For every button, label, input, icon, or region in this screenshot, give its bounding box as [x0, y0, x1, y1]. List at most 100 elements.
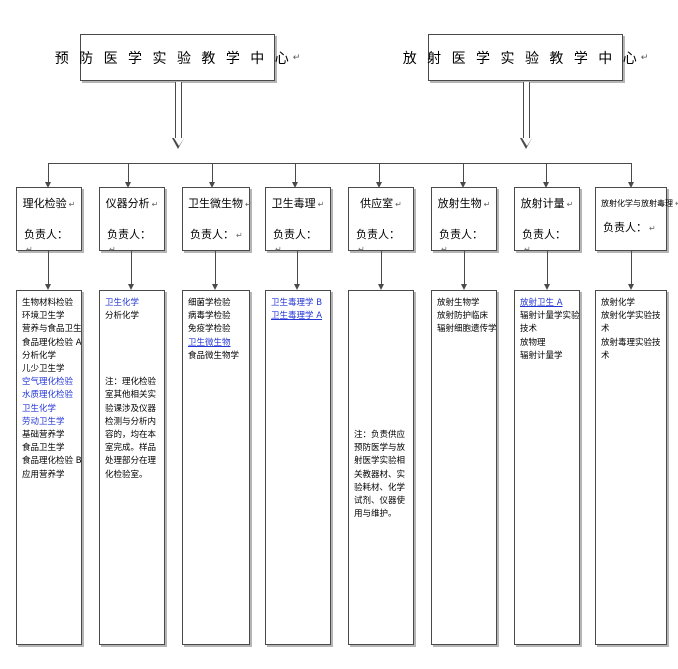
dept-box-2[interactable]: 仪器分析↵ 负责人：↵	[99, 187, 165, 254]
dept-title-8: 放射化学与放射毒理↵	[601, 197, 678, 211]
dept-box-1[interactable]: 理化检验↵ 负责人：↵	[16, 187, 82, 254]
pilcrow-icon: ↵	[675, 199, 678, 208]
connector-col-7	[547, 251, 548, 285]
arrowhead-col-2	[127, 284, 134, 290]
pilcrow-icon: ↵	[483, 200, 491, 209]
pilcrow-icon: ↵	[317, 200, 325, 209]
list-item: 放射毒理实验技	[601, 337, 661, 348]
list-item: 卫生化学	[22, 403, 57, 414]
pilcrow-icon: ↵	[26, 245, 33, 254]
dept-owner-2: 负责人：↵	[107, 228, 151, 254]
dept-owner-3: 负责人：↵	[190, 228, 243, 241]
course-list-box-2[interactable]: 卫生化学 分析化学 注：理化检验室其他相关实验课涉及仪器检测与分析内容的，均在本…	[99, 290, 165, 645]
course-list-box-6[interactable]: 放射生物学 放射防护临床 辐射细胞遗传学	[431, 290, 497, 645]
dept-box-6[interactable]: 放射生物↵ 负责人：↵	[431, 187, 497, 254]
list-item: 生物材料检验	[22, 298, 74, 308]
list-item: 卫生毒理学 B	[271, 298, 323, 308]
dept-box-8[interactable]: 放射化学与放射毒理↵ 负责人：↵	[595, 187, 678, 251]
pilcrow-icon: ↵	[151, 200, 159, 209]
course-list-box-8[interactable]: 放射化学 放射化学实验技 术 放射毒理实验技 术	[595, 290, 667, 645]
dept-owner-8: 负责人：↵	[603, 221, 656, 234]
list-item: 技术	[520, 324, 538, 335]
list-item: 劳动卫生学	[22, 416, 65, 427]
dept-box-4[interactable]: 卫生毒理↵ 负责人：↵	[265, 187, 331, 254]
list-item: 营养与食品卫生	[22, 324, 82, 335]
list-item: 放射生物学	[437, 298, 480, 308]
pilcrow-icon: ↵	[109, 245, 116, 254]
pilcrow-icon: ↵	[640, 52, 649, 63]
pilcrow-icon: ↵	[68, 200, 76, 209]
dept-box-5[interactable]: 供应室↵ 负责人：↵	[348, 187, 414, 254]
arrowhead-col-5	[377, 284, 384, 290]
connector-drop-8	[631, 163, 632, 183]
connector-col-3	[215, 251, 216, 285]
list-item: 辐射计量学	[520, 350, 563, 361]
list-item-blank	[354, 363, 409, 376]
connector-col-5	[381, 251, 382, 285]
course-list-2: 卫生化学 分析化学 注：理化检验室其他相关实验课涉及仪器检测与分析内容的，均在本…	[105, 297, 160, 482]
course-list-box-5[interactable]: 注：负责供应预防医学与放射医学实验相关教器材、实验耗材、化学试剂、仪器使用与维护…	[348, 290, 414, 645]
dept-title-3: 卫生微生物↵	[188, 197, 252, 210]
column-note-2: 注：理化检验室其他相关实验课涉及仪器检测与分析内容的，均在本室完成。样品处理部分…	[105, 377, 157, 480]
dept-owner-1: 负责人：↵	[24, 228, 68, 254]
list-item: 基础营养学	[22, 430, 65, 441]
course-list-box-1[interactable]: 生物材料检验 环境卫生学 营养与食品卫生 食品理化检验 A 分析化学 儿少卫生学…	[16, 290, 82, 645]
list-item-blank	[105, 323, 160, 336]
list-item: 食品卫生学	[22, 443, 65, 454]
course-list-box-7[interactable]: 放射卫生 A 辐射计量学实验 技术 放物理 辐射计量学	[514, 290, 580, 645]
course-list-7: 放射卫生 A 辐射计量学实验 技术 放物理 辐射计量学	[520, 297, 579, 363]
list-item-blank	[354, 337, 409, 350]
list-item-blank	[354, 416, 409, 429]
connector-bus	[48, 163, 631, 164]
dept-owner-5: 负责人：↵	[356, 228, 400, 254]
dept-box-7[interactable]: 放射计量↵ 负责人：↵	[514, 187, 580, 254]
connector-drop-3	[212, 163, 213, 183]
arrowhead-5	[375, 182, 382, 188]
arrowhead-col-1	[44, 284, 51, 290]
column-note-5: 注：负责供应预防医学与放射医学实验相关教器材、实验耗材、化学试剂、仪器使用与维护…	[354, 430, 406, 520]
connector-col-8	[631, 251, 632, 285]
top-box-radiation-medicine-label: 放 射 医 学 实 验 教 学 中 心	[402, 50, 640, 67]
list-item-blank	[354, 323, 409, 336]
pilcrow-icon: ↵	[441, 245, 448, 254]
dept-title-2: 仪器分析↵	[105, 197, 159, 210]
arrowhead-1	[44, 182, 51, 188]
list-item: 水质理化检验	[22, 390, 74, 401]
pilcrow-icon: ↵	[236, 231, 243, 240]
list-item: 分析化学	[105, 311, 140, 322]
list-item: 术	[601, 324, 610, 335]
dept-box-3[interactable]: 卫生微生物↵ 负责人：↵	[182, 187, 252, 251]
list-item-blank	[354, 403, 409, 416]
list-item: 免疫学检验	[188, 324, 231, 335]
dept-owner-6: 负责人：↵	[439, 228, 483, 254]
list-item-blank	[105, 350, 160, 363]
list-item: 术	[601, 350, 610, 361]
dept-owner-7: 负责人：↵	[522, 228, 566, 254]
list-item: 放射卫生 A	[520, 298, 563, 308]
list-item-blank	[105, 337, 160, 350]
arrowhead-8	[627, 182, 634, 188]
list-item: 放射化学实验技	[601, 311, 661, 322]
list-item-blank	[354, 376, 409, 389]
list-item: 放射防护临床	[437, 311, 489, 322]
connector-drop-2	[128, 163, 129, 183]
arrowhead-6	[459, 182, 466, 188]
list-item: 放物理	[520, 337, 546, 348]
list-item: 应用营养学	[22, 469, 65, 480]
dept-title-7: 放射计量↵	[520, 197, 574, 210]
list-item: 卫生毒理学 A	[271, 311, 323, 322]
course-list-5: 注：负责供应预防医学与放射医学实验相关教器材、实验耗材、化学试剂、仪器使用与维护…	[354, 297, 409, 521]
list-item-blank	[105, 363, 160, 376]
list-item: 细菌学检验	[188, 298, 231, 308]
course-list-1: 生物材料检验 环境卫生学 营养与食品卫生 食品理化检验 A 分析化学 儿少卫生学…	[22, 297, 82, 482]
list-item: 食品微生物学	[188, 350, 240, 361]
course-list-box-3[interactable]: 细菌学检验 病毒学检验 免疫学检验 卫生微生物 食品微生物学	[182, 290, 250, 645]
pilcrow-icon: ↵	[292, 52, 301, 63]
arrowhead-4	[291, 182, 298, 188]
course-list-box-4[interactable]: 卫生毒理学 B 卫生毒理学 A	[265, 290, 331, 645]
list-item: 卫生微生物	[188, 337, 231, 348]
top-box-preventive-medicine-label: 预 防 医 学 实 验 教 学 中 心	[54, 50, 292, 67]
pilcrow-icon: ↵	[524, 245, 531, 254]
arrowhead-3	[208, 182, 215, 188]
list-item: 儿少卫生学	[22, 364, 65, 375]
